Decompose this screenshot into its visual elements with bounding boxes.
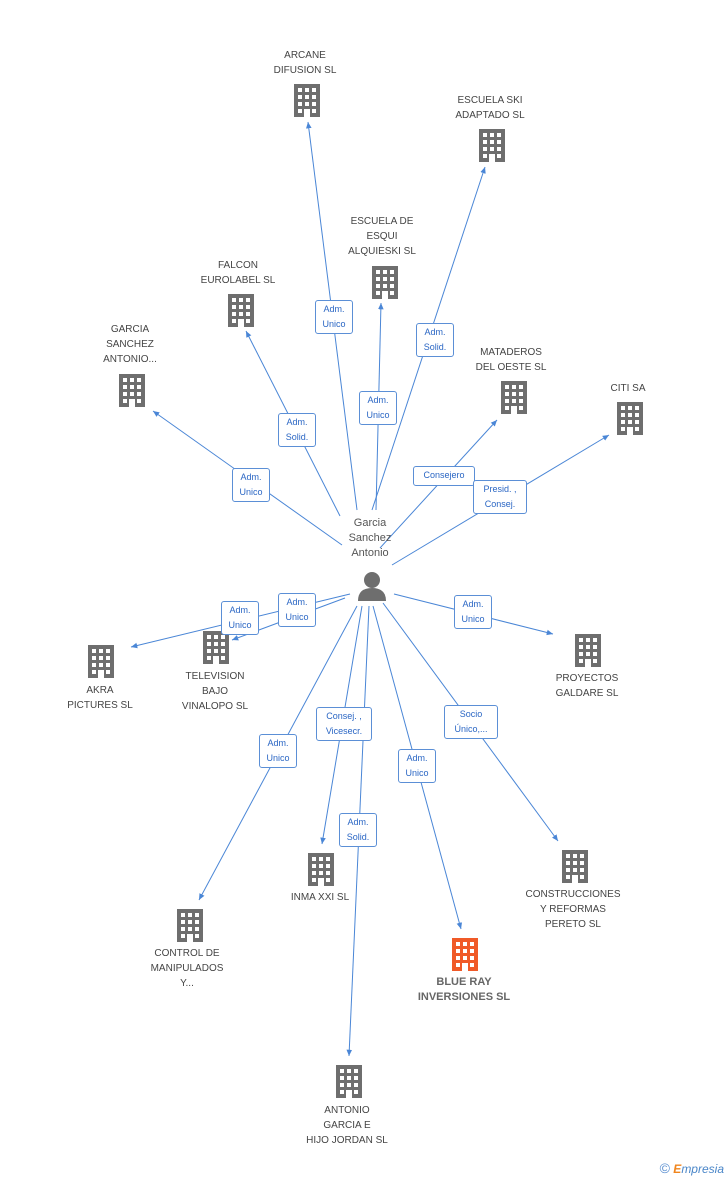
company-label-mataderos[interactable]: MATADEROS DEL OESTE SL xyxy=(475,347,547,373)
building-icon[interactable] xyxy=(575,634,601,667)
company-label-construcciones[interactable]: CONSTRUCCIONES Y REFORMAS PERETO SL xyxy=(525,889,621,930)
edge-label-arcane[interactable]: Adm. Unico xyxy=(315,300,353,334)
company-label-control[interactable]: CONTROL DE MANIPULADOS Y... xyxy=(150,948,224,989)
building-icon[interactable] xyxy=(372,266,398,299)
building-icon[interactable] xyxy=(228,294,254,327)
company-label-garcia-sanchez[interactable]: GARCIA SANCHEZ ANTONIO... xyxy=(103,324,157,365)
edge-label-television[interactable]: Adm. Unico xyxy=(278,593,316,627)
edge-label-mataderos[interactable]: Consejero xyxy=(413,466,475,486)
copyright-symbol: © xyxy=(659,1160,670,1176)
edge-label-blue-ray[interactable]: Adm. Unico xyxy=(398,749,436,783)
building-icon[interactable] xyxy=(452,938,478,971)
company-label-arcane[interactable]: ARCANE DIFUSION SL xyxy=(273,50,337,76)
company-label-falcon[interactable]: FALCON EUROLABEL SL xyxy=(200,260,276,286)
company-label-citi[interactable]: CITI SA xyxy=(610,383,646,394)
company-label-inma[interactable]: INMA XXI SL xyxy=(290,892,350,903)
company-label-escuela-ski[interactable]: ESCUELA SKI ADAPTADO SL xyxy=(455,95,525,121)
center-person-name[interactable]: Garcia Sanchez Antonio xyxy=(348,517,392,559)
brand-name[interactable]: mpresia xyxy=(681,1162,724,1176)
edge-label-antonio-garcia[interactable]: Adm. Solid. xyxy=(339,813,377,847)
building-icon[interactable] xyxy=(203,631,229,664)
company-label-antonio-garcia[interactable]: ANTONIO GARCIA E HIJO JORDAN SL xyxy=(306,1105,388,1146)
building-icon[interactable] xyxy=(88,645,114,678)
edge-label-escuela-esqui[interactable]: Adm. Unico xyxy=(359,391,397,425)
building-icon[interactable] xyxy=(308,853,334,886)
edge-label-inma[interactable]: Consej. , Vicesecr. xyxy=(316,707,372,741)
company-label-blue-ray[interactable]: BLUE RAY INVERSIONES SL xyxy=(417,976,511,1003)
edge-label-akra[interactable]: Adm. Unico xyxy=(221,601,259,635)
person-icon[interactable] xyxy=(358,572,386,601)
building-icon[interactable] xyxy=(294,84,320,117)
copyright-footer: © Empresia xyxy=(660,1160,724,1176)
building-icon[interactable] xyxy=(562,850,588,883)
building-icon[interactable] xyxy=(119,374,145,407)
building-icon[interactable] xyxy=(336,1065,362,1098)
building-icon[interactable] xyxy=(617,402,643,435)
edge-label-escuela-ski[interactable]: Adm. Solid. xyxy=(416,323,454,357)
company-label-escuela-esqui[interactable]: ESCUELA DE ESQUI ALQUIESKI SL xyxy=(348,216,416,257)
edge-label-construcciones[interactable]: Socio Único,... xyxy=(444,705,498,739)
company-label-proyectos[interactable]: PROYECTOS GALDARE SL xyxy=(555,673,619,699)
building-icon[interactable] xyxy=(177,909,203,942)
company-label-television[interactable]: TELEVISION BAJO VINALOPO SL xyxy=(181,671,249,712)
edge-label-falcon[interactable]: Adm. Solid. xyxy=(278,413,316,447)
edge-label-garcia-sanchez[interactable]: Adm. Unico xyxy=(232,468,270,502)
building-icon[interactable] xyxy=(501,381,527,414)
edge-label-control[interactable]: Adm. Unico xyxy=(259,734,297,768)
building-icon[interactable] xyxy=(479,129,505,162)
edge-label-citi[interactable]: Presid. , Consej. xyxy=(473,480,527,514)
brand-initial[interactable]: E xyxy=(673,1162,682,1176)
company-label-akra[interactable]: AKRA PICTURES SL xyxy=(67,685,133,711)
edge-label-proyectos[interactable]: Adm. Unico xyxy=(454,595,492,629)
